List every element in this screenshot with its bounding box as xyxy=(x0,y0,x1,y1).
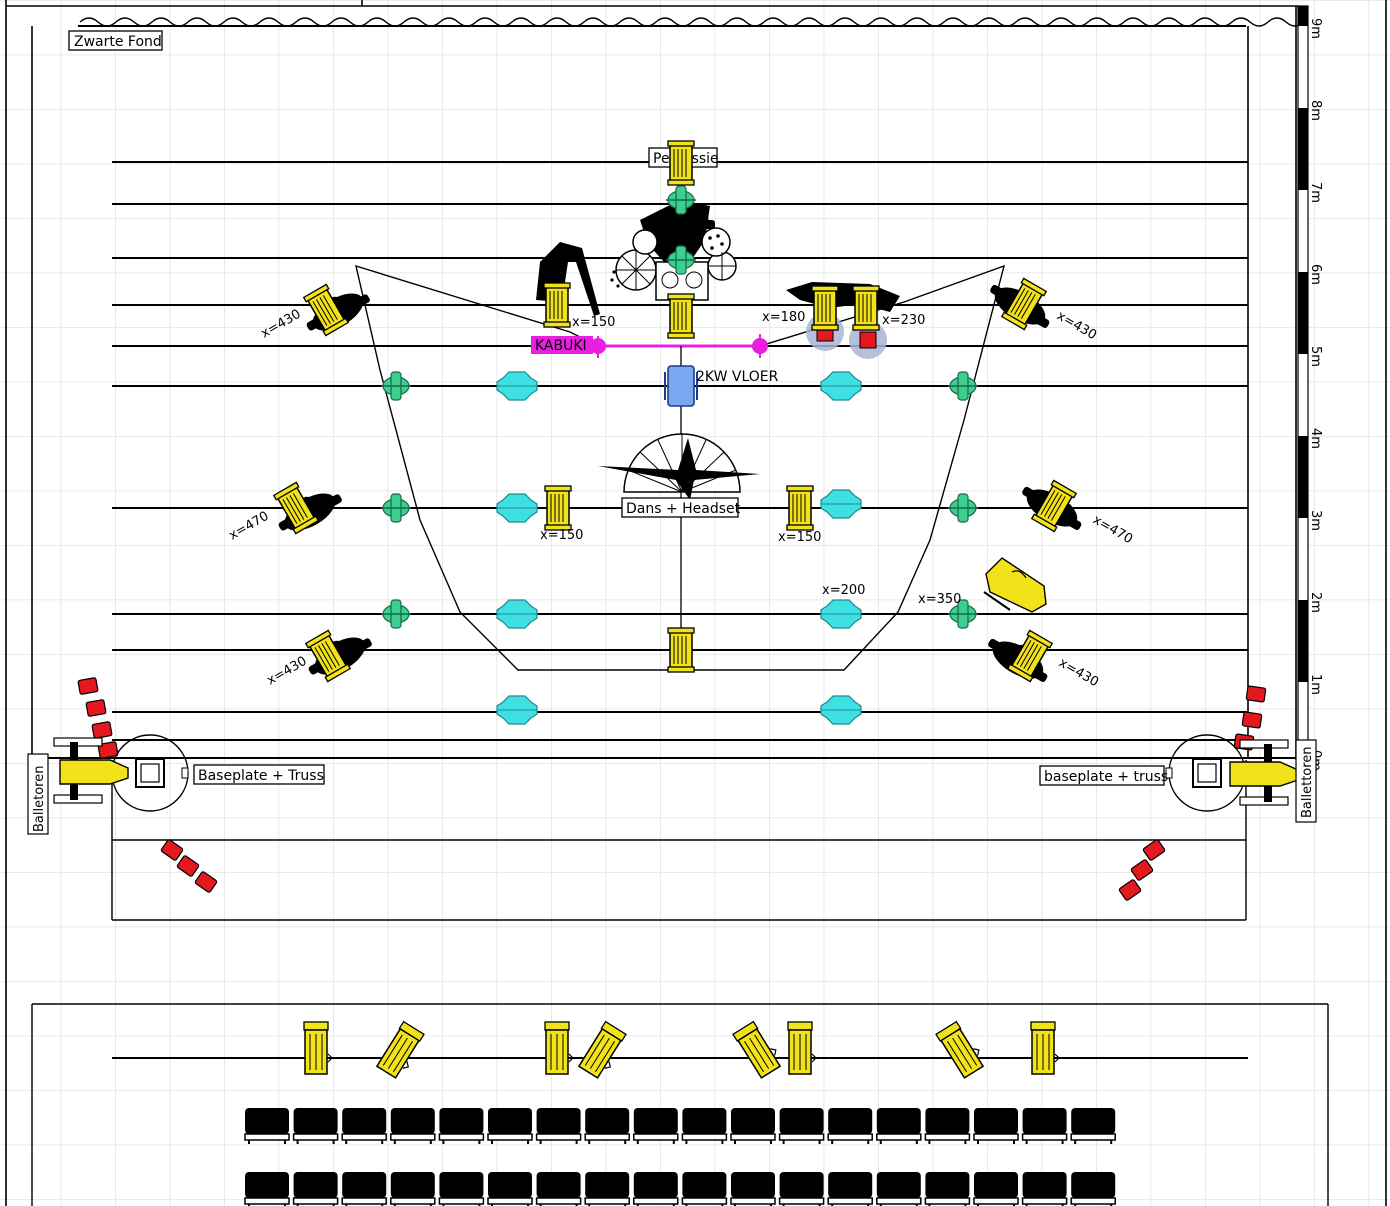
kabuki-label: KABUKI xyxy=(535,338,587,354)
seat-icon xyxy=(973,1171,1019,1206)
seat-icon xyxy=(389,1107,436,1145)
seat-icon xyxy=(875,1171,922,1206)
seat-icon xyxy=(632,1107,679,1145)
spotlight-icon xyxy=(667,627,695,673)
truss-left-label: Baseplate + Truss xyxy=(198,768,324,784)
stage-frame xyxy=(5,0,1387,1206)
scale-ruler xyxy=(1297,5,1309,759)
seat-icon xyxy=(1070,1107,1117,1145)
seat-icon xyxy=(535,1107,582,1145)
seat-icon xyxy=(924,1107,971,1145)
floor-light-label: 2KW VLOER xyxy=(696,369,779,385)
balletoren-left-label: Balletoren xyxy=(32,766,47,832)
kabuki-truss: KABUKI xyxy=(531,334,768,358)
seat-icon xyxy=(244,1171,290,1206)
seat-icon xyxy=(487,1107,533,1145)
balletoren-left: Balletoren xyxy=(27,737,129,835)
dist-c150b: x=150 xyxy=(540,528,583,543)
floor-light-2kw: 2KW VLOER xyxy=(664,346,779,650)
seat-icon xyxy=(487,1171,533,1206)
seat-icon xyxy=(438,1107,485,1145)
dist-c180: x=180 xyxy=(762,310,805,325)
backdrop-text: Zwarte Fond xyxy=(74,34,162,50)
seat-icon xyxy=(730,1107,776,1145)
dance-label: Dans + Headset xyxy=(621,497,741,518)
dist-c150a: x=150 xyxy=(572,315,615,330)
ruler-label-9m: 9m xyxy=(1308,18,1323,39)
spotlight-icon xyxy=(543,282,571,328)
ruler-label-8m: 8m xyxy=(1308,100,1323,121)
seat-icon xyxy=(438,1171,485,1206)
seat-icon xyxy=(292,1107,339,1145)
seat-icon xyxy=(292,1171,339,1206)
ruler-labels: 9m8m7m6m5m4m3m2m1m0m xyxy=(1308,18,1323,771)
dance-label-text: Dans + Headset xyxy=(626,501,741,517)
spotlight-icon xyxy=(786,485,814,531)
dance-fan-icon xyxy=(598,433,760,500)
floor-spot-icon xyxy=(85,698,107,718)
seat-icon xyxy=(389,1171,436,1206)
balletoren-right: Ballettoren xyxy=(1229,739,1317,823)
dist-c230: x=230 xyxy=(882,313,925,328)
ruler-label-1m: 1m xyxy=(1308,674,1323,695)
seat-icon xyxy=(632,1171,679,1206)
seat-icon xyxy=(778,1107,825,1145)
spotlight-icon xyxy=(811,285,839,331)
seat-icon xyxy=(778,1171,825,1206)
floor-spot-icon xyxy=(77,676,99,696)
seat-icon xyxy=(827,1107,874,1145)
spotlight-icon xyxy=(667,140,695,186)
seat-icon xyxy=(341,1107,388,1145)
floor-spot-icon xyxy=(1245,685,1267,703)
seat-icon xyxy=(875,1107,922,1145)
seat-icon xyxy=(1021,1171,1068,1206)
floor-spot-icon xyxy=(91,720,113,740)
ruler-label-7m: 7m xyxy=(1308,182,1323,203)
balletoren-right-label: Ballettoren xyxy=(1300,746,1315,818)
seat-icon xyxy=(681,1171,728,1206)
dist-c350: x=350 xyxy=(918,592,961,607)
seat-icon xyxy=(1021,1107,1068,1145)
spotlight-icon xyxy=(667,293,695,339)
seat-icon xyxy=(535,1171,582,1206)
seat-icon xyxy=(827,1171,874,1206)
truss-left: Baseplate + Truss xyxy=(111,734,325,812)
seat-icon xyxy=(584,1171,631,1206)
truss-right-label: baseplate + truss xyxy=(1044,769,1168,785)
seat-icon xyxy=(584,1107,631,1145)
seat-icon xyxy=(924,1171,971,1206)
spotlight-icon xyxy=(852,285,880,331)
flight-case xyxy=(983,557,1047,613)
ruler-label-2m: 2m xyxy=(1308,592,1323,613)
ruler-label-6m: 6m xyxy=(1308,264,1323,285)
backdrop-label: Zwarte Fond xyxy=(68,30,163,51)
seat-icon xyxy=(681,1107,728,1145)
truss-right: baseplate + truss xyxy=(1039,734,1246,812)
ruler-label-4m: 4m xyxy=(1308,428,1323,449)
dist-c150c: x=150 xyxy=(778,530,821,545)
seat-icon xyxy=(341,1171,388,1206)
dist-c200: x=200 xyxy=(822,583,865,598)
ruler-label-3m: 3m xyxy=(1308,510,1323,531)
seat-icon xyxy=(244,1107,290,1145)
seat-icon xyxy=(1070,1171,1117,1206)
spotlight-icon xyxy=(544,485,572,531)
floor-spot-icon xyxy=(1241,711,1263,729)
seat-icon xyxy=(973,1107,1019,1145)
seat-icon xyxy=(730,1171,776,1206)
ruler-label-5m: 5m xyxy=(1308,346,1323,367)
